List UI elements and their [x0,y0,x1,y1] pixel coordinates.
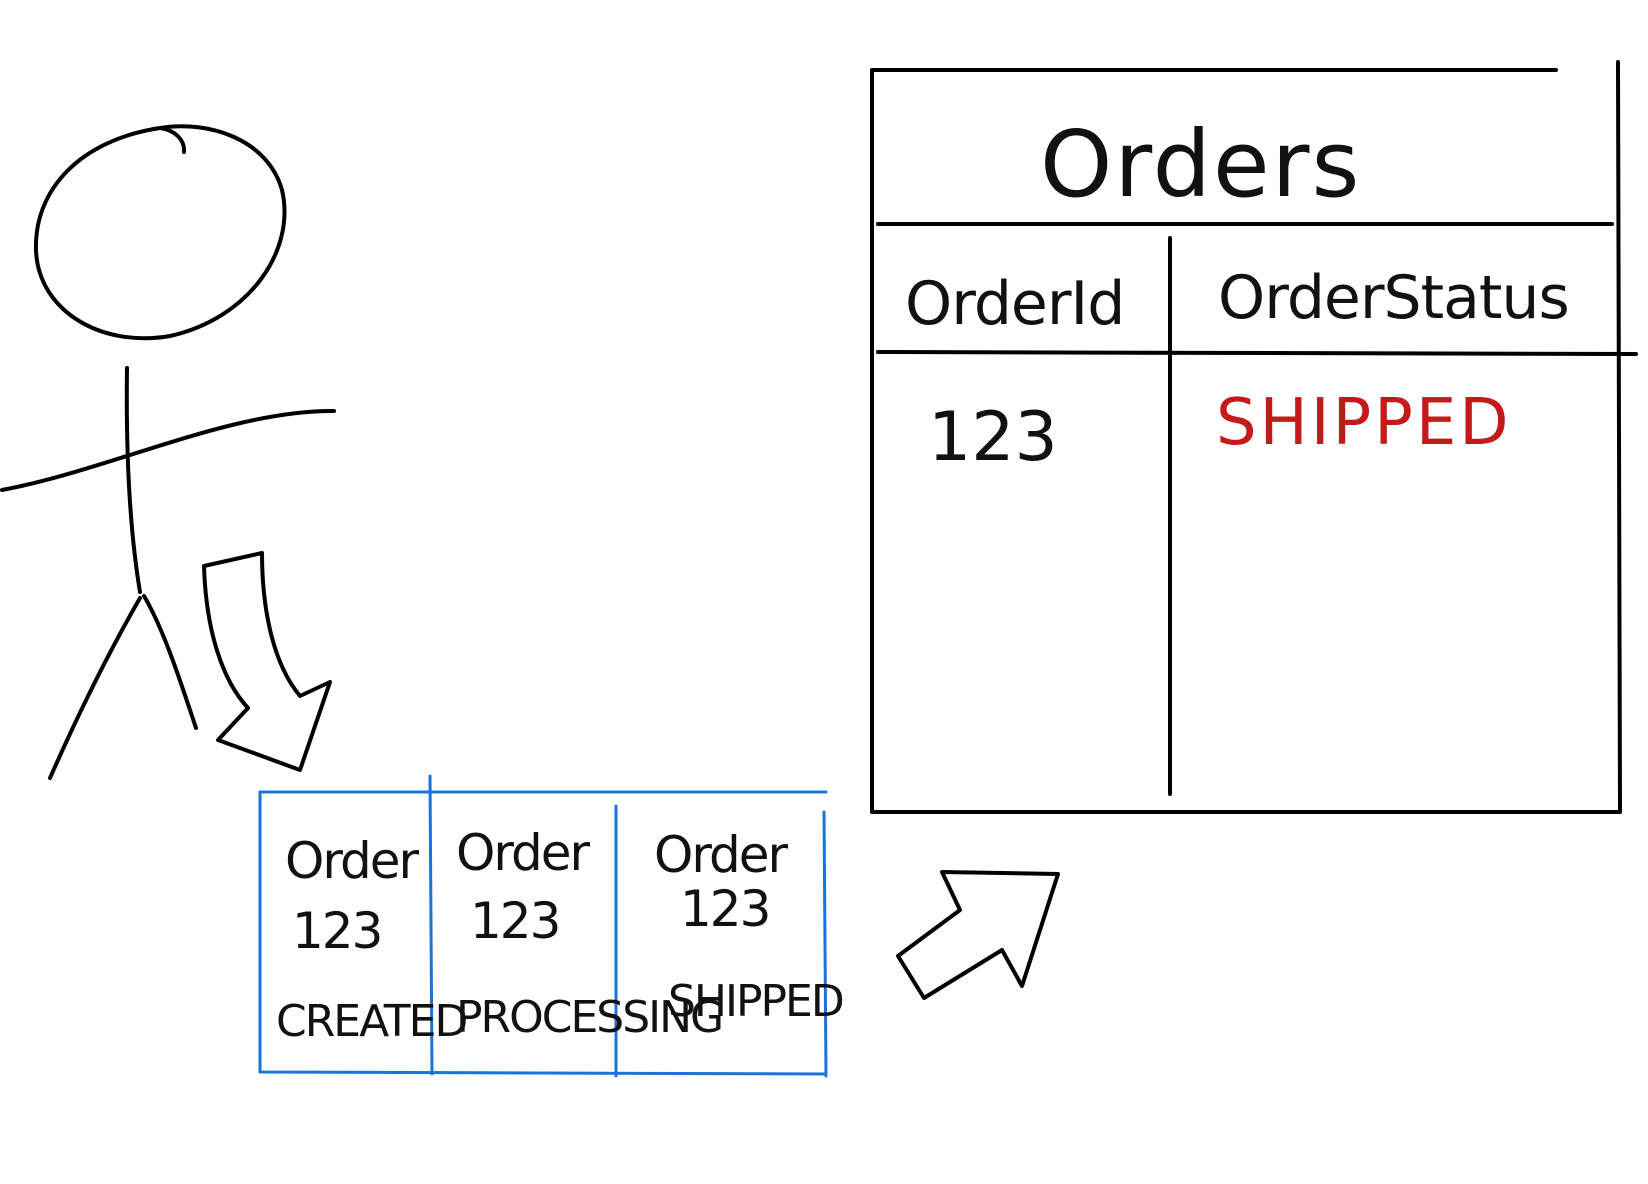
stick-figure-icon [0,124,336,780]
stick-figure-left-leg [48,596,142,780]
table-row: 123 SHIPPED [928,386,1512,477]
event-card: Order 123 PROCESSING [456,824,724,1043]
stick-figure-head [33,124,287,341]
event-card: Order 123 SHIPPED [654,826,845,1027]
event-order-id: 123 [292,902,381,960]
orders-table: Orders OrderId OrderStatus 123 SHIPPED [870,60,1638,814]
event-card: Order 123 CREATED [276,832,468,1047]
column-header-order-status: OrderStatus [1218,263,1569,333]
orders-table-title: Orders [1040,111,1361,218]
stick-figure-arms [0,408,336,492]
column-header-order-id: OrderId [905,269,1124,339]
event-label: Order [654,826,789,884]
event-label: Order [456,824,591,882]
stick-figure-right-leg [142,594,198,730]
arrow-up-right-icon [896,870,1060,1000]
event-status: CREATED [276,996,466,1047]
event-order-id: 123 [680,880,769,938]
cell-order-id: 123 [928,398,1058,477]
event-log-frame [258,774,828,1078]
arrow-down-icon [202,551,332,772]
cell-order-status: SHIPPED [1216,386,1512,460]
event-label: Order [285,832,420,890]
event-status: PROCESSING [456,992,722,1043]
event-log: Order 123 CREATED Order 123 PROCESSING O… [258,774,845,1078]
event-status: SHIPPED [668,976,843,1027]
orders-table-frame [870,60,1638,814]
event-order-id: 123 [470,892,559,950]
stick-figure-body [124,366,142,594]
